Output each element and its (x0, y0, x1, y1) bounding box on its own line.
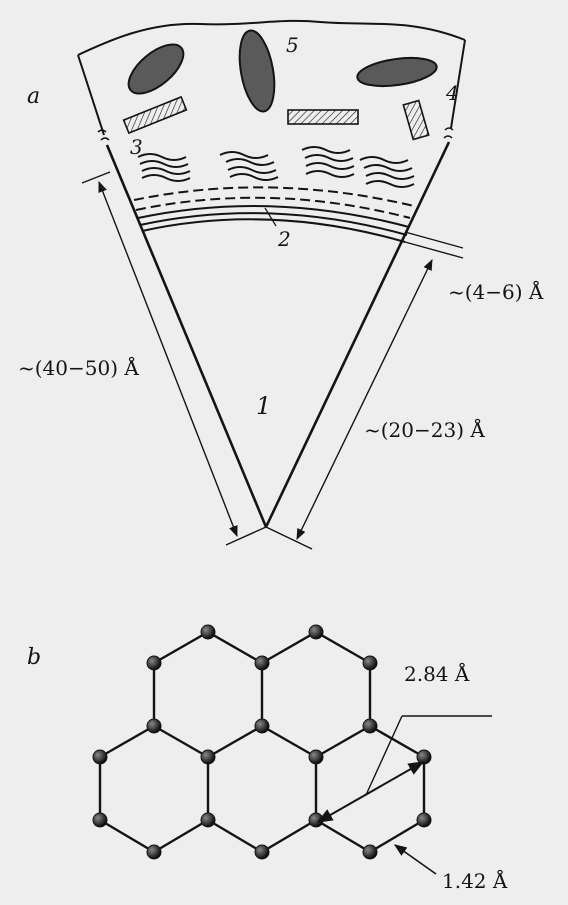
carbon-atom (92, 812, 108, 828)
hatched-plate (402, 99, 430, 141)
layer-arcs (133, 186, 415, 243)
carbon-atom (254, 718, 270, 734)
carbon-atom (416, 812, 432, 828)
carbon-atom (146, 655, 162, 671)
carbon-bond (261, 818, 317, 854)
wedge-left-upper (77, 54, 105, 136)
carbon-bond (315, 724, 371, 759)
label-number-2: 2 (277, 227, 291, 251)
bond-length-label: 1.42 Å (442, 868, 508, 893)
ellipsoid-particle (127, 43, 185, 95)
carbon-bond (207, 630, 263, 665)
carbon-atom (254, 655, 270, 671)
outer-dim-ext-top (81, 171, 111, 184)
wedge-left-break (97, 129, 110, 141)
layer-extension-line (404, 231, 464, 249)
inner-dim-ext-bottom (265, 526, 313, 550)
carbon-bond (369, 724, 425, 759)
panel-a: a 5 4 3 2 1 ~(40−50) Å ~(20−23) Å ~(4−6)… (18, 19, 544, 550)
label-number-3: 3 (130, 135, 143, 159)
carbon-atom (254, 844, 270, 860)
hatched-plate (287, 109, 359, 125)
spacing-dimension-arrow (316, 761, 425, 823)
panel-a-label: a (27, 84, 40, 109)
wavy-fragments (137, 146, 415, 188)
carbon-atom (308, 749, 324, 765)
carbon-atom (146, 718, 162, 734)
carbon-bond (261, 630, 317, 665)
carbon-bond (315, 630, 371, 665)
label-2-leader (264, 207, 277, 227)
carbon-atom (200, 749, 216, 765)
hatched-plate (122, 95, 188, 135)
bond-length-arrow (393, 844, 437, 875)
wedge-top-outline (77, 19, 466, 56)
carbon-atom (362, 718, 378, 734)
carbon-atom (146, 844, 162, 860)
outer-radius-label: ~(40−50) Å (18, 355, 139, 380)
outer-dim-ext-bottom (225, 526, 267, 546)
inner-dim-arrow (296, 258, 433, 541)
carbon-atom (362, 844, 378, 860)
ellipsoid-particle (356, 56, 438, 88)
carbon-bond (153, 630, 209, 665)
ellipsoid-particle (238, 29, 276, 113)
layer-extension-line (404, 241, 464, 259)
carbon-atom (200, 624, 216, 640)
outer-dim-arrow (98, 180, 238, 538)
label-number-5: 5 (286, 33, 299, 57)
carbon-atom (308, 624, 324, 640)
label-number-1: 1 (256, 392, 271, 420)
carbon-bond (153, 724, 209, 759)
panel-b: b 2.84 Å 1.42 Å (27, 624, 508, 893)
carbon-bond (369, 818, 425, 854)
carbon-bond (261, 724, 317, 759)
graphene-atoms (92, 624, 432, 860)
carbon-bond (153, 818, 209, 854)
wedge-right-break (443, 127, 454, 139)
carbon-bond (207, 818, 263, 854)
carbon-bond (207, 724, 263, 759)
inner-radius-label: ~(20−23) Å (364, 417, 485, 442)
carbon-bond (99, 818, 155, 854)
carbon-atom (416, 749, 432, 765)
carbon-atom (362, 655, 378, 671)
carbon-bond (315, 818, 371, 854)
carbon-bond (99, 724, 155, 759)
wedge-right-upper (450, 39, 466, 129)
bond-spacing-label: 2.84 Å (404, 661, 470, 686)
layer-thickness-label: ~(4−6) Å (448, 279, 544, 304)
carbon-atom (200, 812, 216, 828)
carbon-atom (92, 749, 108, 765)
panel-b-label: b (27, 645, 41, 670)
label-number-4: 4 (445, 81, 459, 105)
